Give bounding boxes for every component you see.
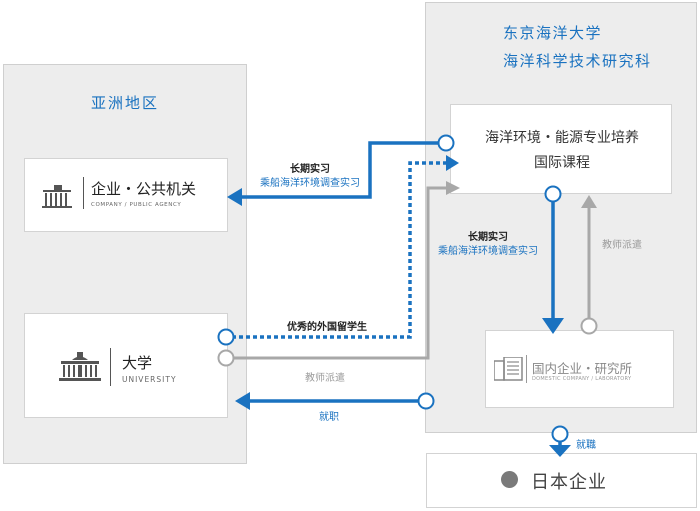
domestic-divider	[526, 355, 527, 383]
tokyo-to-japan-arrowhead	[549, 445, 571, 457]
anchor-circle-domestic-top	[580, 317, 598, 335]
enterprise-subtitle: COMPANY / PUBLIC AGENCY	[91, 202, 182, 208]
anchor-circle-tokyo-bottom	[417, 392, 435, 410]
university-divider	[110, 348, 111, 386]
university-subtitle: UNIVERSITY	[122, 375, 177, 384]
university-to-program-line	[232, 186, 452, 360]
program-to-enterprise-arrowhead	[227, 188, 242, 206]
domestic-company-box: 国内企业・研究所 DOMESTIC COMPANY / LABORATORY	[485, 330, 674, 408]
program-to-enterprise-line	[238, 141, 446, 199]
label-long-internship-2: 长期实习	[468, 232, 508, 243]
graduate-school-name: 海洋科学技术研究科	[503, 52, 652, 70]
program-title-line1: 海洋环境・能源专业培养	[485, 130, 639, 146]
japanese-enterprise-box: 日本企业	[426, 453, 697, 508]
domestic-title: 国内企业・研究所	[532, 361, 633, 376]
enterprise-title: 企业・公共机关	[91, 180, 197, 198]
asia-region-title: 亚洲地区	[90, 94, 159, 112]
japanese-enterprise-title: 日本企业	[531, 472, 607, 493]
anchor-circle-university-gray	[217, 349, 235, 367]
label-ship-survey-1: 乘船海洋环境调查实习	[260, 178, 360, 189]
label-long-internship-1: 长期实习	[290, 164, 330, 175]
domestic-to-program-arrowhead	[581, 195, 597, 208]
office-building-icon	[494, 357, 523, 381]
university-box: 大学 UNIVERSITY	[24, 313, 228, 418]
label-employment: 就职	[319, 412, 339, 423]
tokyo-to-university-arrowhead	[235, 392, 250, 410]
anchor-circle-program-bottom	[544, 185, 562, 203]
anchor-circle-tokyo-exit	[551, 425, 569, 443]
label-excellent-students: 优秀的外国留学生	[287, 322, 367, 333]
tokyo-university-name: 东京海洋大学	[503, 24, 603, 42]
anchor-circle-university-blue	[217, 328, 235, 346]
university-building-icon	[59, 352, 101, 381]
program-title-line2: 国际课程	[534, 155, 590, 171]
label-ship-survey-2: 乘船海洋环境调查实习	[438, 246, 538, 257]
anchor-circle-program-left	[437, 134, 455, 152]
university-title: 大学	[122, 354, 153, 372]
excellent-students-arrowhead	[446, 155, 459, 171]
excellent-students-line	[232, 161, 448, 339]
label-teacher-dispatch-bottom: 教师派遣	[305, 373, 345, 384]
japanese-enterprise-dot	[501, 471, 518, 488]
program-to-domestic-arrowhead	[542, 318, 564, 334]
enterprise-public-agency-box: 企业・公共机关 COMPANY / PUBLIC AGENCY	[24, 158, 228, 232]
label-teacher-dispatch-right: 教师派遣	[602, 240, 642, 251]
government-building-icon	[42, 185, 72, 208]
label-employment-2: 就職	[576, 440, 596, 451]
university-to-program-arrowhead	[446, 181, 460, 195]
domestic-subtitle: DOMESTIC COMPANY / LABORATORY	[532, 376, 632, 382]
enterprise-divider	[83, 177, 84, 209]
